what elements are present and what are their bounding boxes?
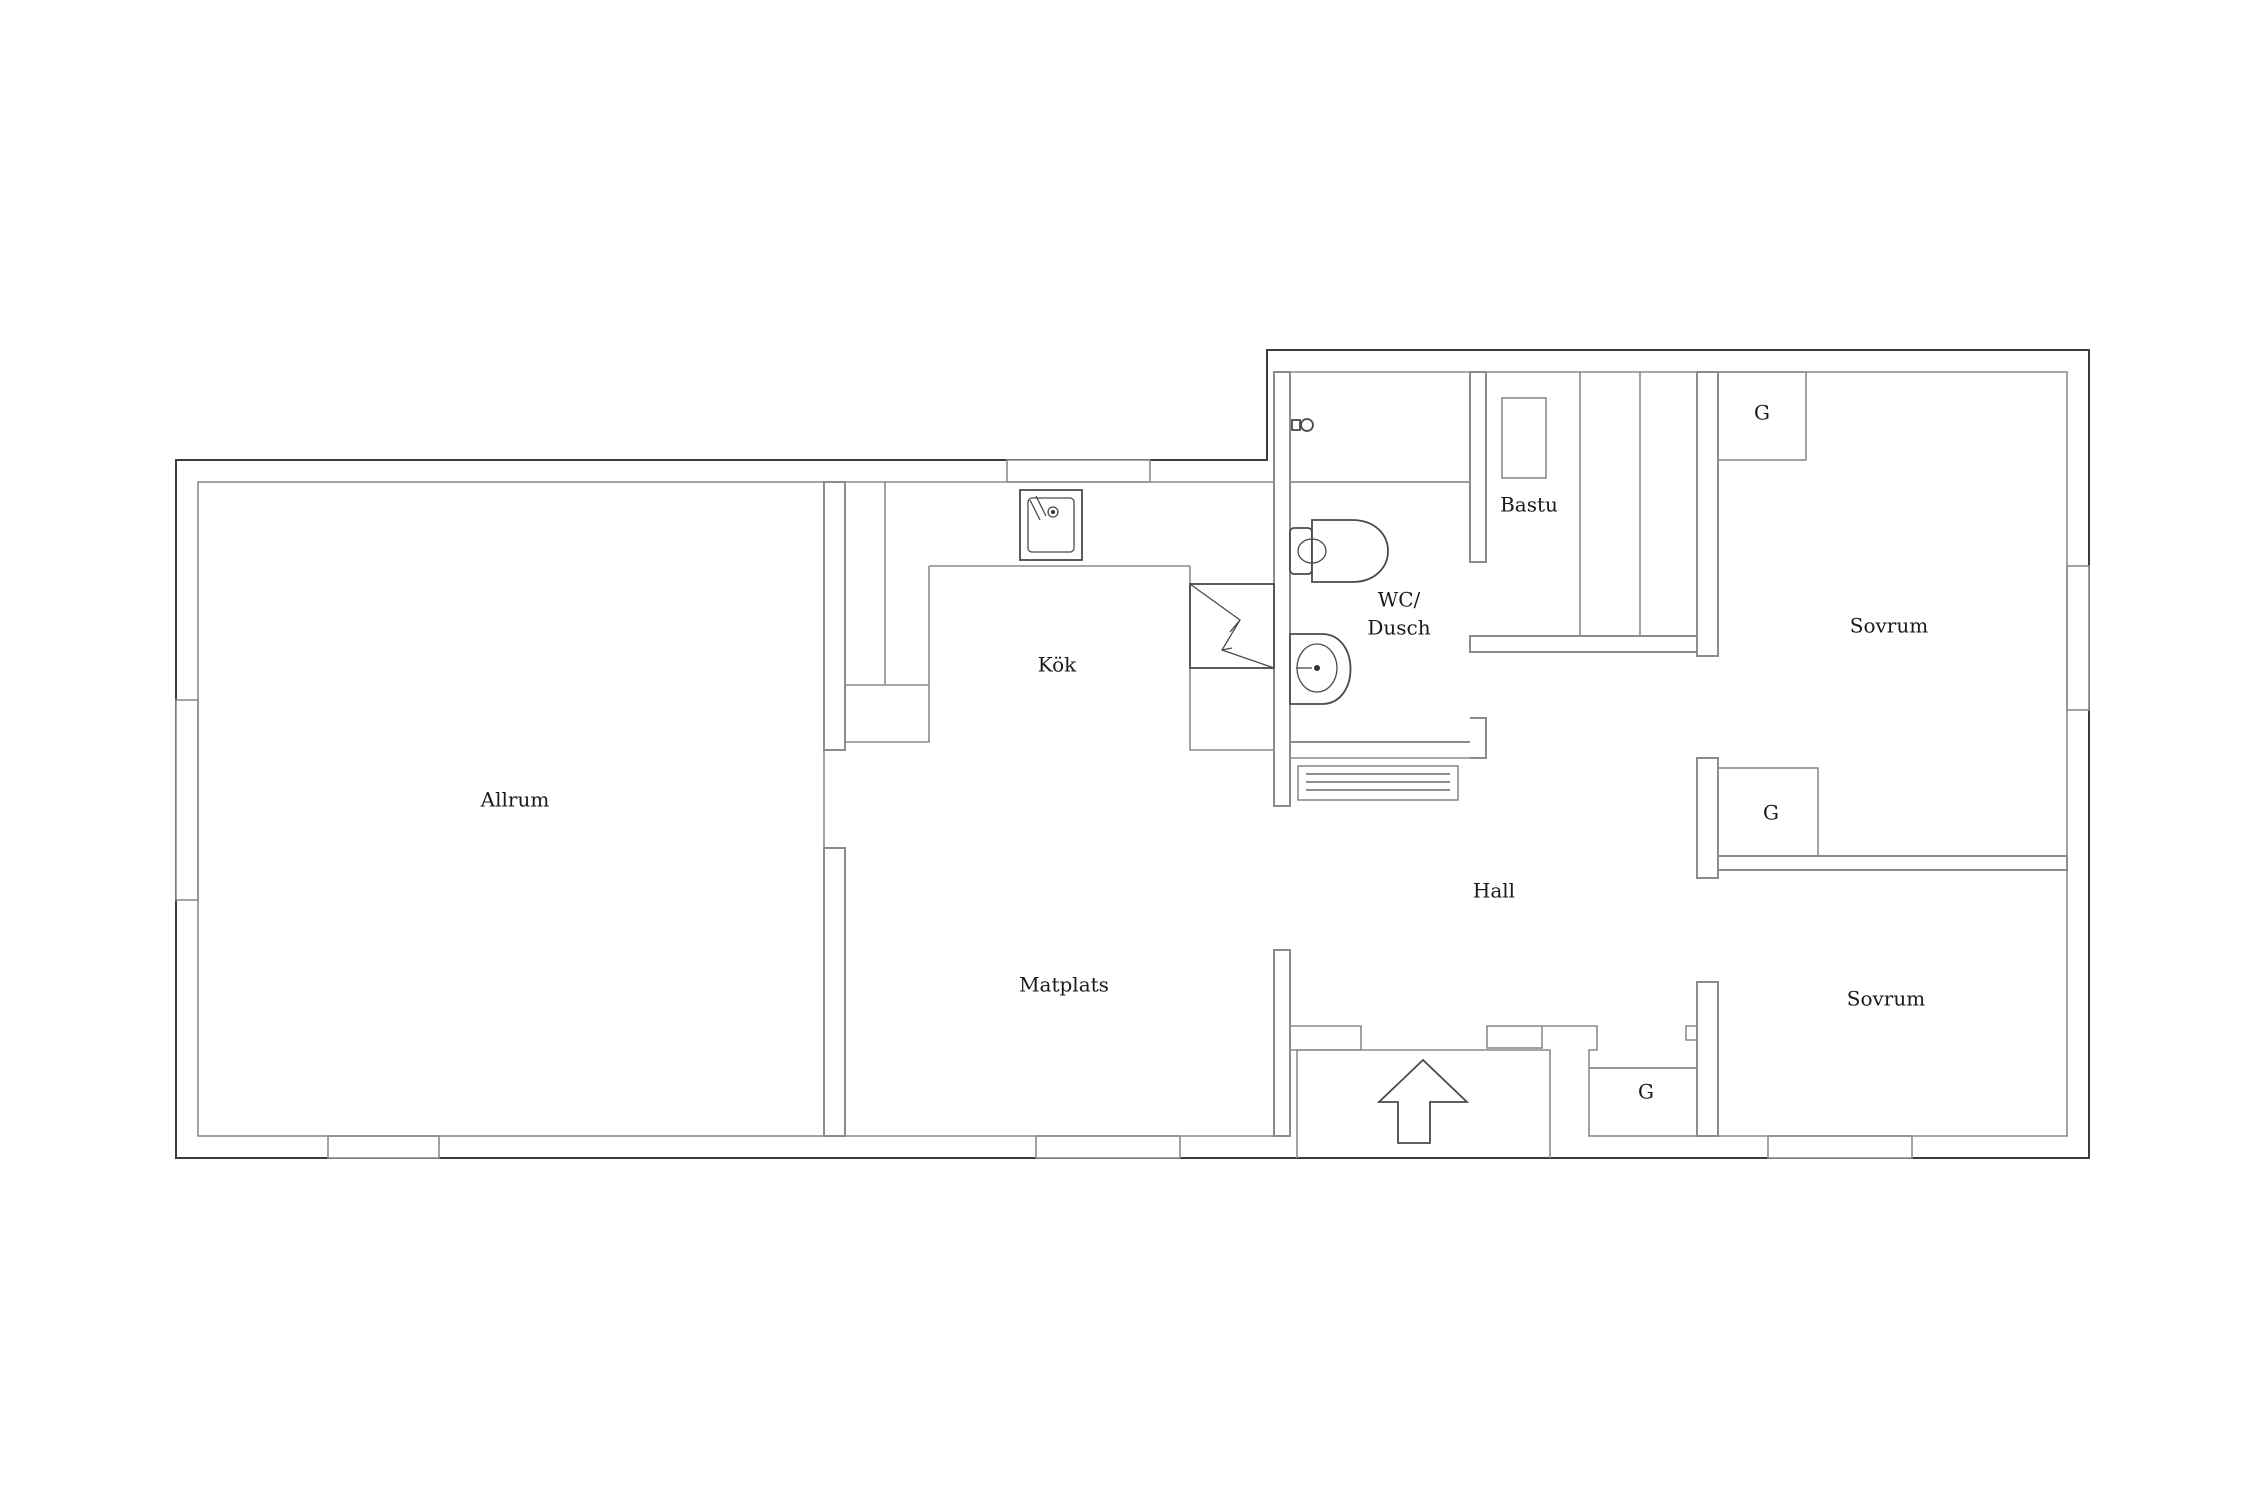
exterior-wall bbox=[175, 349, 2090, 1159]
wc-south-wall bbox=[1290, 717, 1487, 759]
label-allrum: Allrum bbox=[480, 788, 550, 812]
label-sovrum-lower: Sovrum bbox=[1847, 987, 1925, 1011]
middle-closet-wall bbox=[1696, 757, 1719, 879]
label-hall: Hall bbox=[1473, 879, 1515, 903]
radiator bbox=[1297, 765, 1459, 801]
kitchen-sink-icon bbox=[1019, 489, 1083, 561]
entry-west-wall bbox=[1290, 1025, 1362, 1051]
kitchen-counter bbox=[844, 481, 1274, 743]
shower-outline bbox=[1290, 371, 1471, 483]
label-closet-upper-right: G bbox=[1754, 401, 1770, 425]
kitchen-partition-wall bbox=[823, 481, 846, 751]
window-sovrum-upper-east bbox=[2066, 565, 2090, 711]
bastu-south-wall bbox=[1469, 635, 1698, 653]
radiator-fins bbox=[1306, 773, 1450, 791]
interior-walls bbox=[197, 371, 2068, 1158]
allrum-outline bbox=[197, 481, 825, 1137]
bedroom-separator-wall bbox=[1717, 855, 2068, 871]
entrance-outline bbox=[1296, 1049, 1551, 1158]
bastu-bench bbox=[1579, 372, 1641, 636]
label-closet-lower: G bbox=[1638, 1080, 1654, 1104]
sauna-heater bbox=[1501, 397, 1547, 479]
bastu-west-wall bbox=[1469, 371, 1487, 563]
label-wc-line1: WC/ bbox=[1378, 588, 1421, 612]
window-kitchen-north bbox=[1006, 459, 1151, 483]
lower-closet-wall bbox=[1542, 1025, 1697, 1069]
label-sovrum-upper: Sovrum bbox=[1850, 614, 1928, 638]
shower-head-icon bbox=[1291, 418, 1314, 432]
label-matplats: Matplats bbox=[1019, 973, 1109, 997]
room-labels: Allrum Kök Matplats WC/ Dusch Bastu Hall… bbox=[480, 401, 1929, 1104]
window-sovrum-lower-south bbox=[1767, 1135, 1913, 1159]
fixtures bbox=[1019, 418, 1389, 705]
wash-basin-icon bbox=[1289, 633, 1352, 705]
closet-lower bbox=[1588, 1067, 1698, 1137]
label-wc-line2: Dusch bbox=[1367, 616, 1430, 640]
wc-stub-wall bbox=[1289, 742, 1470, 759]
matplats-partition-wall bbox=[823, 847, 846, 1137]
electrical-panel-icon bbox=[1189, 583, 1275, 669]
label-bastu: Bastu bbox=[1500, 493, 1558, 517]
window-allrum-south bbox=[327, 1135, 440, 1159]
label-closet-middle-right: G bbox=[1763, 801, 1779, 825]
closet-upper-right bbox=[1717, 371, 1807, 461]
sovrum-lower-west-wall bbox=[1696, 981, 1719, 1137]
sovrum-lower-outline bbox=[1718, 869, 2068, 1137]
entrance-arrow-icon bbox=[1376, 1058, 1470, 1144]
windows bbox=[175, 459, 2090, 1159]
label-kok: Kök bbox=[1038, 653, 1077, 677]
window-matplats-south bbox=[1035, 1135, 1181, 1159]
bath-west-wall bbox=[1273, 371, 1291, 807]
matplats-east-wall bbox=[1273, 949, 1291, 1137]
window-hall-south bbox=[1486, 1025, 1543, 1049]
sovrum-upper-west-wall bbox=[1696, 371, 1719, 657]
toilet-icon bbox=[1289, 519, 1389, 583]
window-allrum-west bbox=[175, 699, 199, 901]
